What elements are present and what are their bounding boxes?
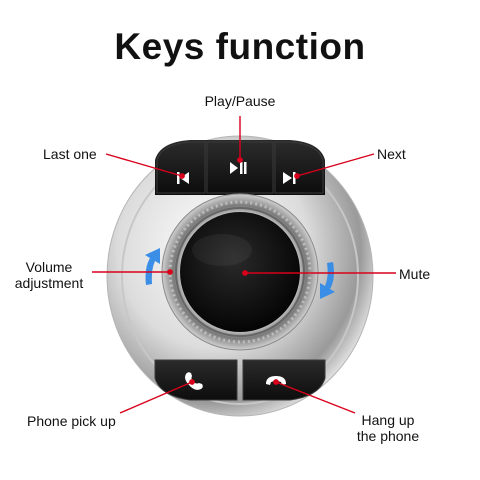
mute-knob[interactable] bbox=[180, 212, 300, 332]
volume-label-line2: adjustment bbox=[14, 275, 84, 291]
volume-label-line1: Volume bbox=[25, 259, 73, 275]
next-button[interactable] bbox=[274, 141, 324, 194]
phone-pick-up-button[interactable] bbox=[154, 359, 238, 401]
hang-up-label-line1: Hang up bbox=[361, 412, 415, 428]
leader-lines bbox=[92, 116, 396, 414]
last-one-button[interactable] bbox=[156, 141, 206, 194]
phone-pick-up-icon bbox=[185, 372, 203, 390]
next-label: Next bbox=[377, 146, 406, 162]
last-one-label: Last one bbox=[43, 146, 97, 162]
rotate-arrow-icon bbox=[145, 248, 335, 299]
skip-next-icon bbox=[283, 172, 296, 184]
hang-up-label-line2: the phone bbox=[356, 428, 420, 444]
play-pause-icon bbox=[230, 162, 247, 174]
phone-pick-up-label: Phone pick up bbox=[27, 413, 116, 429]
volume-adjustment-label: Volume adjustment bbox=[8, 259, 90, 291]
mute-label: Mute bbox=[399, 266, 431, 282]
page-title: Keys function bbox=[114, 26, 366, 67]
play-pause-label: Play/Pause bbox=[204, 93, 276, 109]
skip-previous-icon bbox=[177, 172, 189, 184]
hang-up-label: Hang up the phone bbox=[350, 412, 426, 444]
